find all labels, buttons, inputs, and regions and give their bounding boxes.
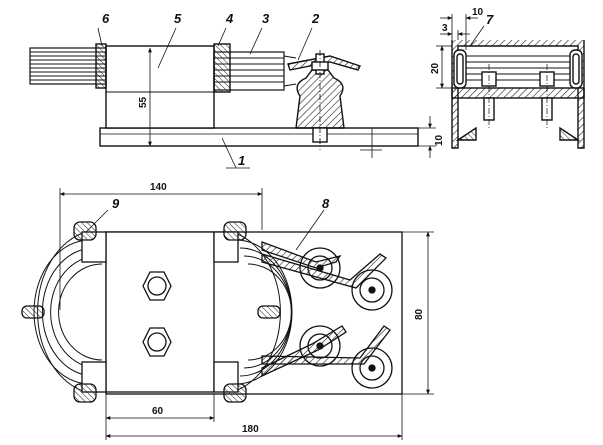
dim-10-side-label: 10 — [434, 134, 445, 146]
side-view — [29, 43, 419, 158]
dim-55-label: 55 — [138, 96, 149, 108]
callout-4: 4 — [225, 11, 234, 26]
callout-leaders-plan — [85, 209, 325, 251]
plan-dim-80-label: 80 — [414, 308, 425, 320]
dim-10-side — [418, 116, 436, 158]
callout-5: 5 — [174, 11, 182, 26]
end-section-view — [451, 40, 585, 149]
left-wire-bundle — [29, 47, 107, 85]
callout-leaders-side — [97, 27, 313, 169]
callout-9: 9 — [112, 196, 120, 211]
callout-8: 8 — [322, 196, 330, 211]
plan-core-block — [105, 231, 215, 393]
callout-2: 2 — [311, 11, 320, 26]
callout-1: 1 — [238, 153, 245, 168]
core-block — [105, 45, 215, 129]
callout-3: 3 — [262, 11, 270, 26]
section-dim-3-label: 3 — [442, 23, 448, 34]
callout-7: 7 — [486, 12, 494, 27]
base-plate — [99, 127, 419, 147]
plan-view — [21, 221, 403, 403]
plan-dims — [59, 188, 434, 440]
section-dim-20-label: 20 — [430, 62, 441, 74]
section-dims — [436, 14, 485, 89]
plan-dim-140-label: 140 — [150, 182, 167, 193]
left-clamp — [95, 43, 107, 89]
plan-dim-180-label: 180 — [242, 424, 259, 435]
section-dim-10-label: 10 — [472, 7, 484, 18]
callout-6: 6 — [102, 11, 110, 26]
right-clamp — [213, 43, 231, 93]
plan-dim-60-label: 60 — [152, 406, 164, 417]
